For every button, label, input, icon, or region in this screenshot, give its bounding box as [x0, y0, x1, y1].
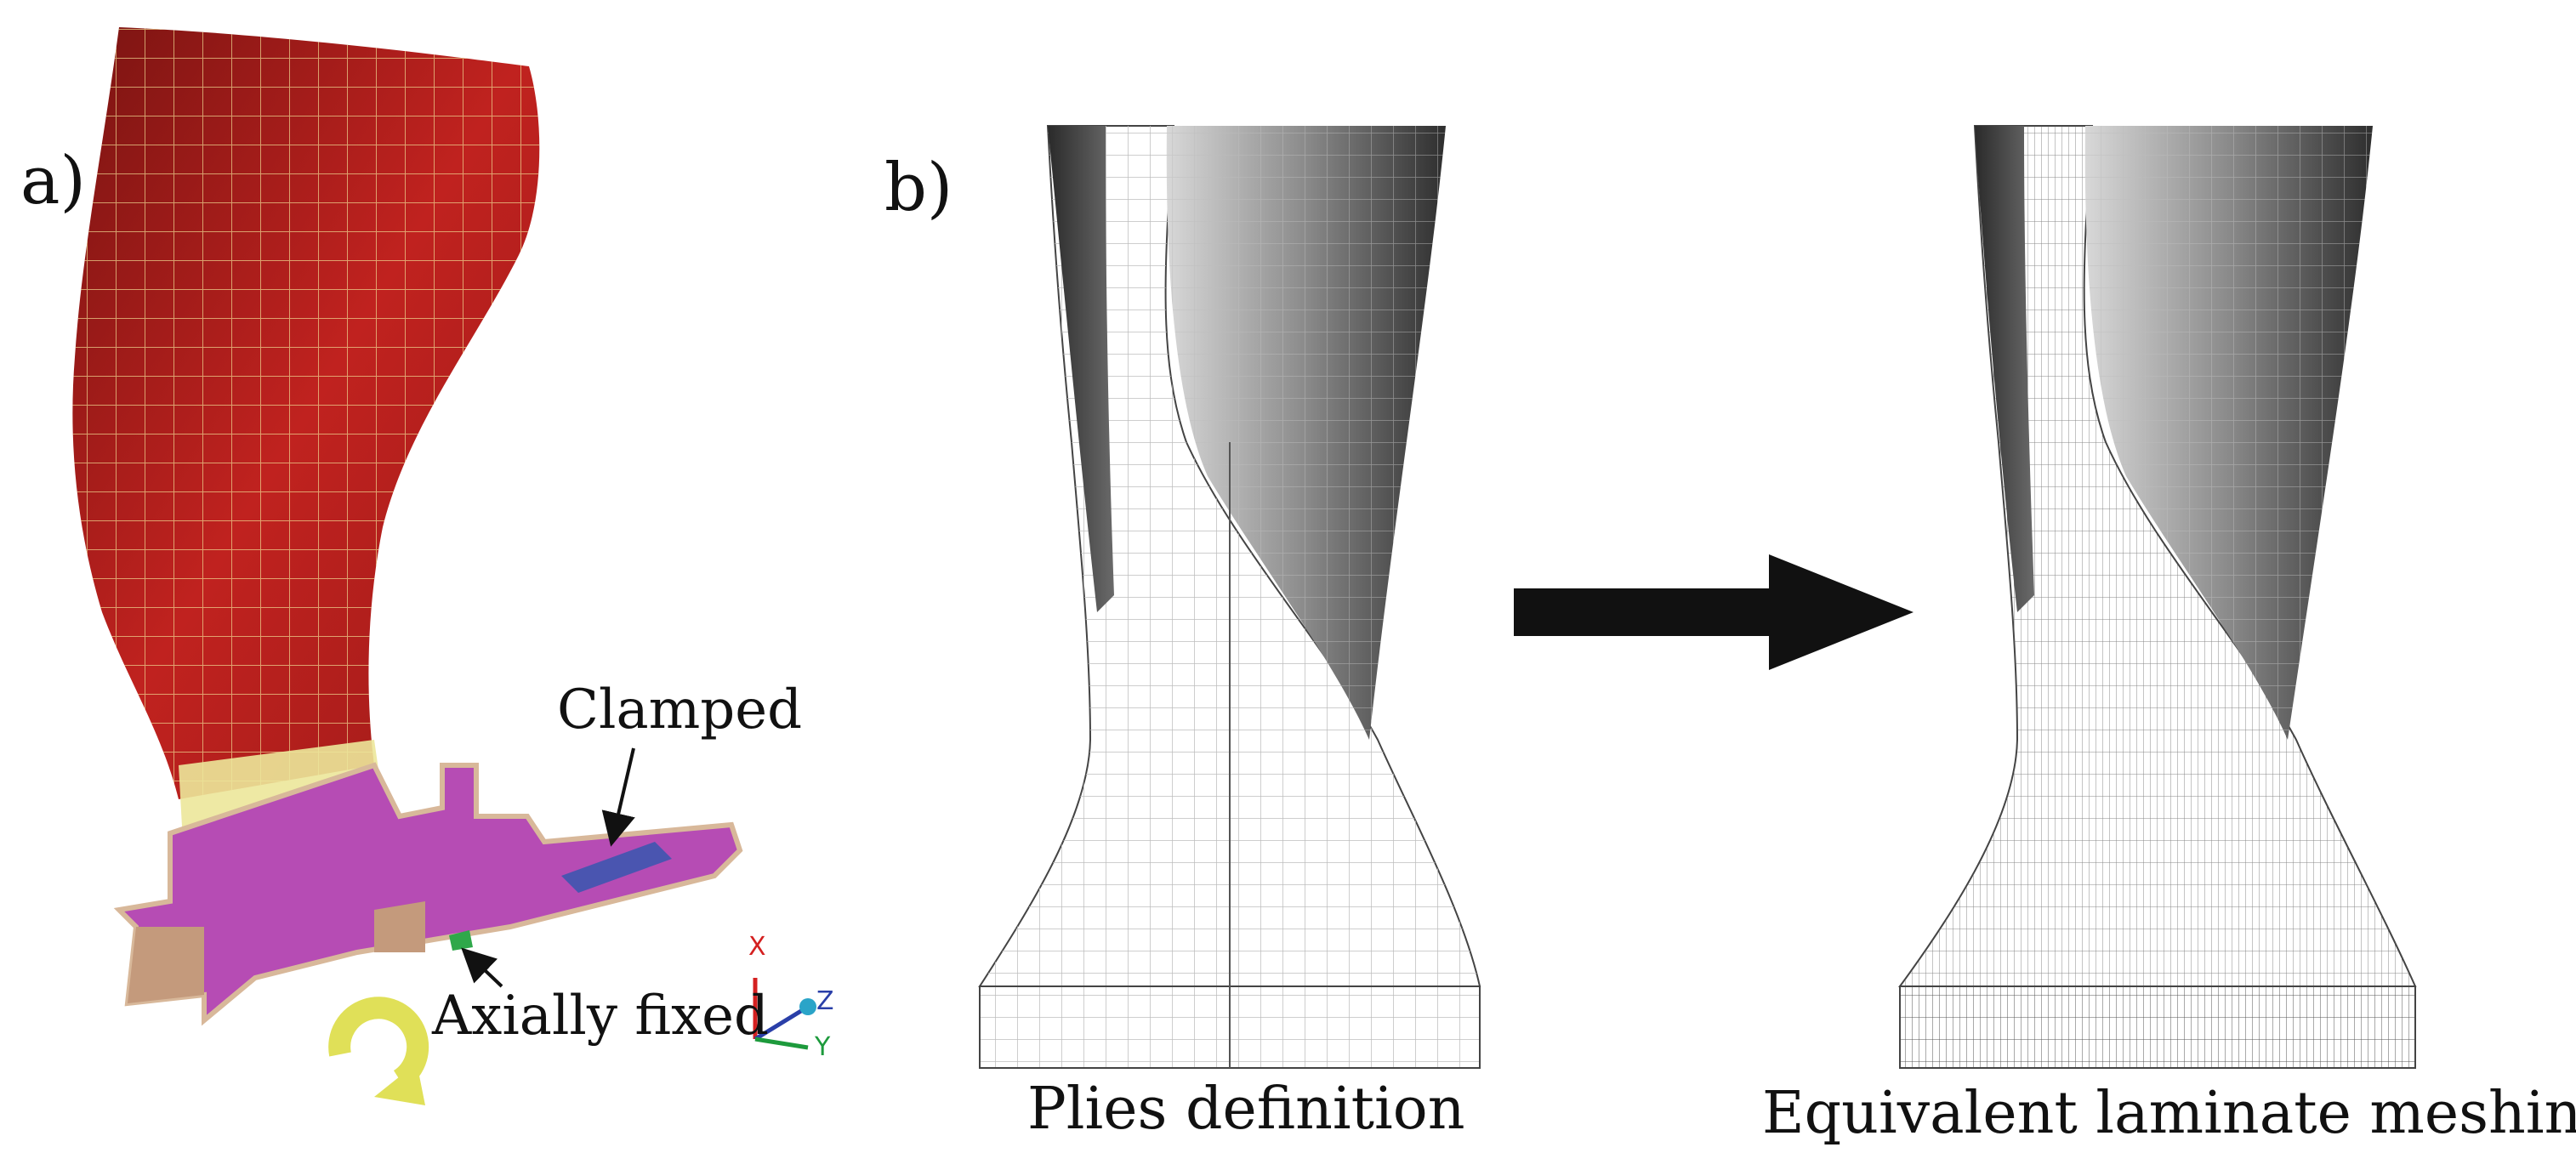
plies-mesh — [978, 125, 1481, 1069]
axis-y-label: Y — [815, 1032, 831, 1062]
clamped-arrow — [601, 747, 635, 847]
clamped-label: Clamped — [557, 679, 803, 741]
laminate-mesh — [1898, 125, 2417, 1069]
axially-fixed-face — [449, 930, 473, 951]
equivalent-laminate-caption: Equivalent laminate meshing — [1762, 1080, 2576, 1147]
axially-fixed-label: Axially fixed — [432, 985, 769, 1048]
blade-model — [72, 27, 540, 842]
panel-a-label: a) — [20, 143, 86, 219]
clamped-face — [561, 842, 672, 893]
axis-triad — [753, 978, 816, 1050]
disk-model — [113, 762, 743, 1026]
transition-arrow — [1514, 554, 1914, 670]
axis-z-label: Z — [816, 986, 834, 1016]
axially-fixed-arrow — [461, 947, 503, 988]
axis-x-label: X — [748, 932, 766, 962]
panel-b-label: b) — [884, 150, 953, 226]
plies-definition-caption: Plies definition — [1027, 1076, 1465, 1143]
rotation-icon — [328, 997, 429, 1105]
